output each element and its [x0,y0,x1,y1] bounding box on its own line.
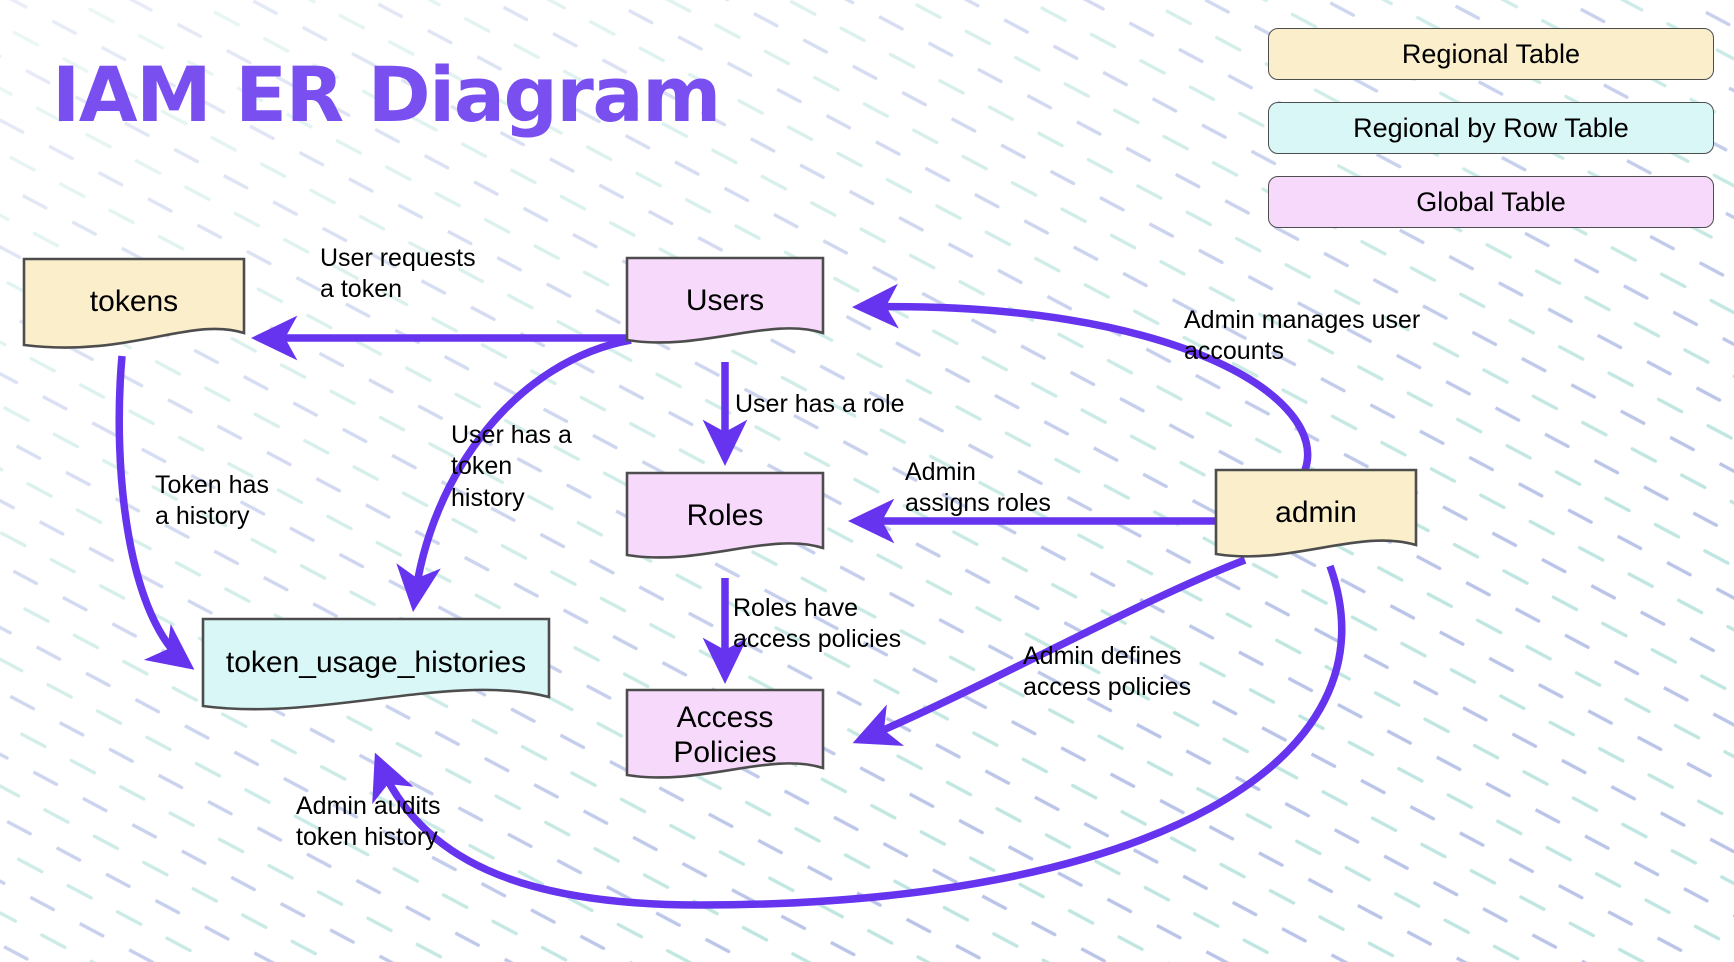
node-shape-users[interactable] [625,256,825,344]
edge-admin-users [852,283,1312,472]
node-shape-token-usage-histories[interactable] [201,617,551,711]
edge-admin-token-history [372,564,1346,909]
node-shape-access-policies[interactable] [625,688,825,779]
node-shape-admin[interactable] [1214,468,1418,558]
edge-label-tokens-token-history: Token has a history [155,471,269,531]
legend-label-regional-by-row-table: Regional by Row Table [1353,112,1629,143]
edge-label-roles-access: Roles have access policies [733,594,902,654]
page-title: IAM ER Diagram [52,50,721,139]
edge-label-admin-access: Admin defines access policies [1023,642,1192,702]
edge-tokens-token-history [115,355,195,670]
legend: Regional Table Regional by Row Table Glo… [1268,28,1714,228]
legend-label-regional-table: Regional Table [1401,38,1581,69]
edge-label-admin-roles: Admin assigns roles [905,458,1051,518]
edge-users-token-history [396,336,632,612]
node-shape-roles[interactable] [625,471,825,559]
edge-label-admin-token-history: Admin audits token history [296,792,441,852]
edge-label-admin-users: Admin manages user accounts [1184,306,1421,366]
edge-label-users-token-history: User has a token history [451,421,572,512]
legend-item-global-table[interactable]: Global Table [1268,176,1714,228]
legend-item-regional-by-row-table[interactable]: Regional by Row Table [1268,102,1714,154]
edge-admin-access [852,556,1247,746]
legend-item-regional-table[interactable]: Regional Table [1268,28,1714,80]
node-shape-tokens[interactable] [22,257,246,349]
legend-label-global-table: Global Table [1416,186,1566,217]
edge-label-users-roles: User has a role [735,390,905,418]
edge-label-users-tokens: User requests a token [320,244,476,304]
